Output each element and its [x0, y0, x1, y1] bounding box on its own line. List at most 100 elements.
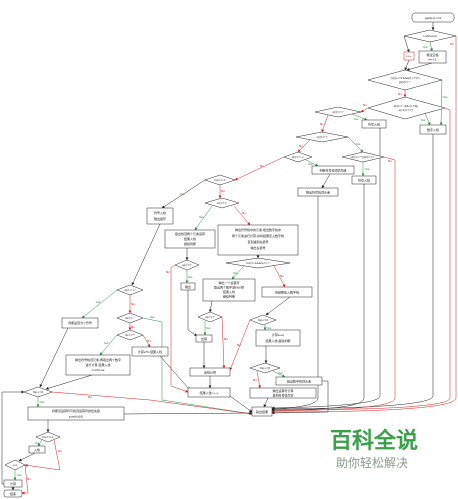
- break-out-box: 跳出: [180, 282, 196, 291]
- node-text: 符号入栈: [154, 210, 166, 215]
- edge-label-yes: Yes: [267, 326, 272, 330]
- edge-label-yes: Yes: [365, 167, 370, 171]
- node-text: ||s[i]=='.': [399, 80, 412, 84]
- node-text: s[i]==')': [317, 135, 328, 139]
- watermark-title: 百科全说: [330, 428, 418, 454]
- calc-until-paren-box: 弹出符号栈中的元素,取出数字栈中 两个元素进行计算,并将结果压入数字栈 直到遇到…: [217, 224, 299, 256]
- calc-mul-box: 计算a*b,结果入栈: [131, 346, 169, 357]
- edge-label-no: No: [253, 378, 257, 382]
- node-text: op=='-': [125, 316, 135, 320]
- flow-arrow-no: [24, 439, 61, 471]
- node-text: 结果入栈,继续判断: [266, 338, 291, 343]
- node-text: 将结果压入数字栈: [275, 289, 299, 294]
- node-text: 结果入栈,i++: [200, 390, 219, 395]
- node-text: 符号入栈: [368, 121, 380, 126]
- watermark: 百科全说 助你轻松解决: [330, 428, 418, 470]
- node-text: 数字入栈: [427, 127, 439, 132]
- flow-arrow-yes: [439, 79, 443, 126]
- pop-until-empty-box: 弹出运算符计算 直到符号栈为空: [249, 387, 317, 399]
- node-text: 计算: [10, 481, 16, 486]
- edge-label-yes: Yes: [17, 473, 22, 477]
- edge-label-no: No: [221, 189, 225, 193]
- edge-label-no: No: [299, 144, 303, 148]
- node-text: (s[i]>='0'&&s[i]<='9'): [390, 76, 419, 80]
- node-text: 弹出运算符计算: [272, 388, 293, 393]
- edge-label-no: No: [147, 339, 151, 343]
- node-text: i++: [406, 54, 412, 58]
- node-text: 跳出: [185, 284, 191, 289]
- node-text: 计算a+b: [272, 332, 284, 337]
- node-text: i<n: [13, 463, 18, 467]
- push-result-box: 将结果压入数字栈: [261, 286, 313, 298]
- flow-arrow-no: [256, 370, 262, 389]
- pop-compute-box: 出栈计算: [189, 367, 231, 377]
- flow-arrow: [271, 184, 365, 412]
- node-text: i=i+1: [428, 58, 437, 62]
- edge-label-no: No: [280, 274, 284, 278]
- edge-label-no: No: [398, 92, 402, 96]
- flow-arrow-no: [234, 156, 285, 181]
- flow-arrow-yes: [99, 334, 118, 356]
- edge-label-no: No: [224, 337, 228, 341]
- edge-label-yes: Yes: [423, 45, 428, 49]
- node-text: s[i-1]=='('): [399, 108, 413, 112]
- node-text: top>=0: [258, 318, 269, 322]
- flow-arrow-yes: [194, 205, 213, 231]
- flow-arrow: [404, 59, 410, 71]
- flow-arrow: [208, 300, 213, 313]
- flow-arrow-yes: [429, 41, 433, 52]
- flow-arrow-no: [229, 319, 251, 371]
- flow-arrow: [403, 35, 410, 53]
- node-text: 弹出符号栈中的元素,取出数字栈中: [235, 227, 281, 232]
- op-mul-diamond: op=='*': [116, 329, 144, 341]
- flow-arrow: [321, 173, 331, 189]
- node-text: s[i]=='*'||s[i]=='/': [351, 155, 375, 159]
- edge-label-no: No: [242, 211, 246, 215]
- node-text: top!=-1&&op!='(': [247, 261, 270, 265]
- edge-label-yes: Yes: [233, 271, 238, 275]
- op-minus-diamond: op=='-': [116, 312, 144, 324]
- node-text: 符号入栈: [358, 177, 370, 182]
- top-nonneg-diamond: top>=0: [23, 386, 53, 398]
- flow-arrow-no: [271, 107, 451, 412]
- node-text: s[i]=='+': [292, 155, 304, 159]
- node-text: 继续判断: [184, 241, 196, 246]
- flow-arrow-no: [271, 36, 457, 414]
- flow-arrow-yes: [347, 136, 364, 153]
- edge-label-no: No: [131, 302, 135, 306]
- node-text: 计算a*b,结果入栈: [138, 349, 162, 354]
- watermark-subtitle: 助你轻松解决: [336, 456, 408, 470]
- is-plus-diamond: s[i]=='+': [283, 151, 313, 163]
- node-text: 进行计算,结果入栈: [86, 362, 111, 367]
- flow-arrow: [271, 134, 434, 411]
- flow-arrow-yes: [37, 439, 43, 447]
- is-muldiv-diamond: s[i]=='*'||s[i]=='/': [341, 151, 385, 163]
- is-open-diamond: op=='(': [204, 197, 240, 209]
- flow-arrow: [123, 411, 253, 415]
- calc-add-box: 计算a+b 结果入栈,继续判断: [255, 329, 301, 347]
- is-left-paren-diamond: s[i]=='(': [314, 106, 362, 118]
- edge-label-no: No: [363, 103, 367, 107]
- pop-calc-box: 弹出一个运算符 取出两个数字进行计算 结果入栈 继续判断: [202, 278, 256, 302]
- top-nonneg-diamond: top>=0: [249, 362, 281, 374]
- flow-arrow-loop-back: [1, 390, 25, 485]
- calc-push-box: 取出栈顶两个元素运算 结果入栈 继续判断: [164, 229, 216, 249]
- node-text: 输出结果: [256, 409, 268, 414]
- node-text: 弹出符号栈顶元素: [306, 189, 330, 194]
- top-not-paren-diamond: top!=-1&&op!='(': [225, 257, 291, 269]
- compute-box: 计算: [3, 479, 23, 488]
- node-text: top==-1: [214, 178, 226, 182]
- print-top-box: 输出数字栈顶元素: [275, 376, 323, 386]
- node-text: 跳出循环: [154, 216, 166, 221]
- push-number-box: 数字入栈: [419, 124, 447, 135]
- edge-label-no: No: [58, 449, 62, 453]
- flow-arrow-no: [271, 156, 396, 413]
- flow-arrow-no: [21, 464, 29, 495]
- top-nonneg-diamond: top>=0: [249, 314, 277, 326]
- flow-arrow: [187, 290, 198, 337]
- flow-edges: [1, 22, 457, 495]
- node-text: 直到遇到左括号: [247, 239, 268, 244]
- flow-arrow: [265, 296, 291, 316]
- node-text: continue: [91, 368, 104, 372]
- error-box: 出错: [195, 334, 213, 343]
